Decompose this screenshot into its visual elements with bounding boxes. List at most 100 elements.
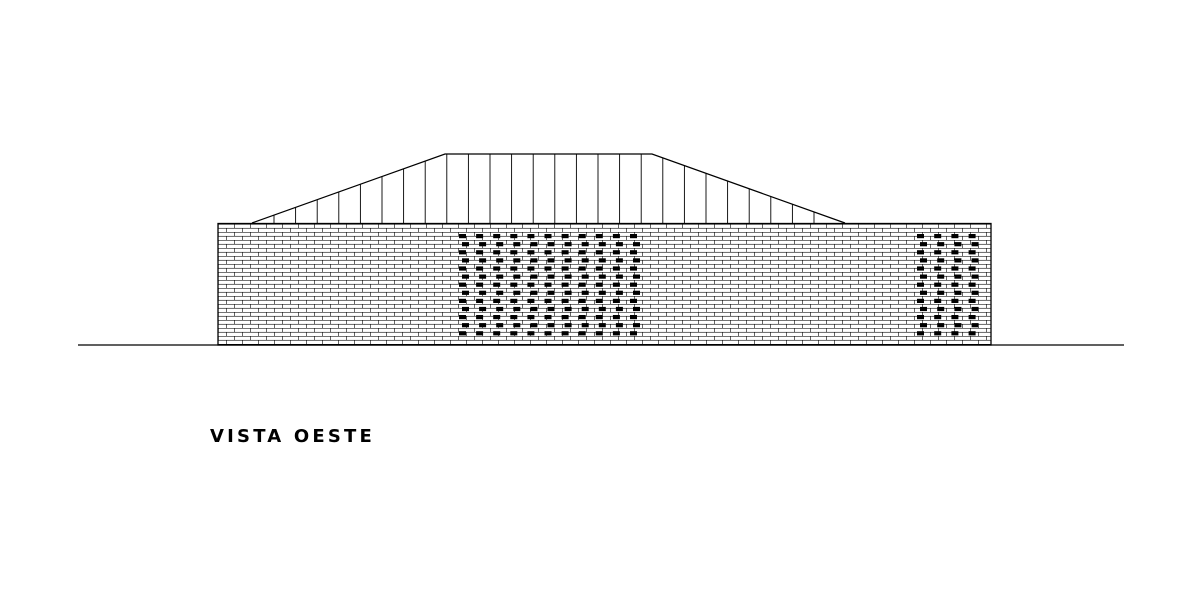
perforation-block: [578, 282, 586, 287]
perforation-block: [971, 258, 979, 263]
perforation-block: [493, 234, 501, 239]
perforation-block: [917, 298, 924, 303]
perforation-block: [462, 242, 469, 247]
perforation-block: [968, 250, 976, 255]
perforation-block: [581, 274, 589, 279]
perforation-block: [578, 266, 586, 271]
perforation-block: [968, 266, 976, 271]
perforation-block: [578, 331, 586, 336]
perforation-block: [937, 290, 945, 295]
perforation-block: [578, 234, 586, 239]
perforation-block: [496, 306, 504, 312]
perforation-block: [630, 315, 637, 320]
perforation-block: [462, 290, 469, 295]
perforation-block: [595, 331, 603, 336]
perforation-block: [544, 331, 552, 336]
perforation-block: [544, 250, 552, 255]
perforation-block: [479, 258, 487, 263]
perforation-block: [544, 282, 552, 287]
perforation-block: [496, 274, 504, 279]
perforation-block: [479, 274, 487, 279]
perforation-block: [595, 234, 603, 239]
perforation-block: [630, 282, 637, 287]
perforation-block: [513, 242, 521, 247]
perforation-block: [513, 290, 521, 295]
perforation-block: [527, 234, 535, 239]
roof-outline: [251, 153, 846, 224]
perforation-block: [578, 250, 586, 255]
perforation-block: [612, 234, 620, 239]
perforation-block: [476, 331, 484, 336]
perforation-block: [934, 250, 942, 255]
perforation-block: [479, 290, 487, 295]
perforation-block: [564, 258, 572, 263]
perforation-block: [615, 242, 623, 247]
perforation-block: [615, 290, 623, 295]
perforation-block: [598, 258, 606, 263]
perforation-block: [934, 331, 942, 336]
perforation-block: [937, 306, 945, 312]
perforation-block: [968, 282, 976, 287]
perforation-block: [951, 298, 959, 303]
perforation-block: [496, 258, 504, 263]
perforation-block: [510, 234, 518, 239]
perforation-block: [615, 306, 623, 312]
perforation-block: [954, 306, 962, 312]
perforation-block: [510, 282, 518, 287]
perforation-block: [530, 306, 538, 312]
perforation-block: [598, 323, 606, 328]
perforation-block: [530, 242, 538, 247]
perforation-block: [530, 290, 538, 295]
perforation-block: [459, 266, 466, 271]
perforation-block: [612, 250, 620, 255]
perforation-block: [496, 323, 504, 328]
perforation-block: [547, 258, 555, 263]
perforation-block: [971, 306, 979, 312]
perforation-block: [934, 282, 942, 287]
perforation-block: [612, 282, 620, 287]
perforation-block: [633, 274, 640, 279]
perforation-block: [954, 274, 962, 279]
perforation-block: [493, 250, 501, 255]
perforation-block: [630, 250, 637, 255]
perforation-block: [513, 258, 521, 263]
perforation-block: [530, 323, 538, 328]
perforation-block: [561, 282, 569, 287]
perforation-block: [917, 315, 924, 320]
perforation-block: [917, 266, 924, 271]
perforation-block: [633, 323, 640, 328]
perforation-block: [951, 282, 959, 287]
perforation-block: [968, 298, 976, 303]
perforation-block: [633, 258, 640, 263]
perforation-block: [493, 331, 501, 336]
perforation-block: [615, 274, 623, 279]
perforation-block: [459, 315, 466, 320]
perforation-block: [547, 274, 555, 279]
perforation-block: [561, 234, 569, 239]
perforation-block: [459, 234, 466, 239]
perforation-block: [581, 258, 589, 263]
perforation-block: [937, 323, 945, 328]
perforation-block: [595, 315, 603, 320]
perforation-block: [954, 242, 962, 247]
perforation-block: [630, 234, 637, 239]
perforation-block: [527, 315, 535, 320]
perforation-block: [951, 315, 959, 320]
perforation-block: [462, 306, 469, 312]
perforation-block: [510, 250, 518, 255]
perforated-brick-panel-center: [459, 234, 640, 336]
perforation-block: [462, 258, 469, 263]
perforation-block: [612, 266, 620, 271]
perforation-block: [459, 250, 466, 255]
perforation-block: [917, 331, 924, 336]
roof-profile: [251, 153, 846, 224]
perforation-block: [476, 250, 484, 255]
perforation-block: [527, 266, 535, 271]
perforation-block: [561, 250, 569, 255]
perforation-block: [954, 258, 962, 263]
perforation-block: [496, 290, 504, 295]
perforation-block: [954, 290, 962, 295]
perforation-block: [920, 290, 927, 295]
perforation-block: [479, 242, 487, 247]
